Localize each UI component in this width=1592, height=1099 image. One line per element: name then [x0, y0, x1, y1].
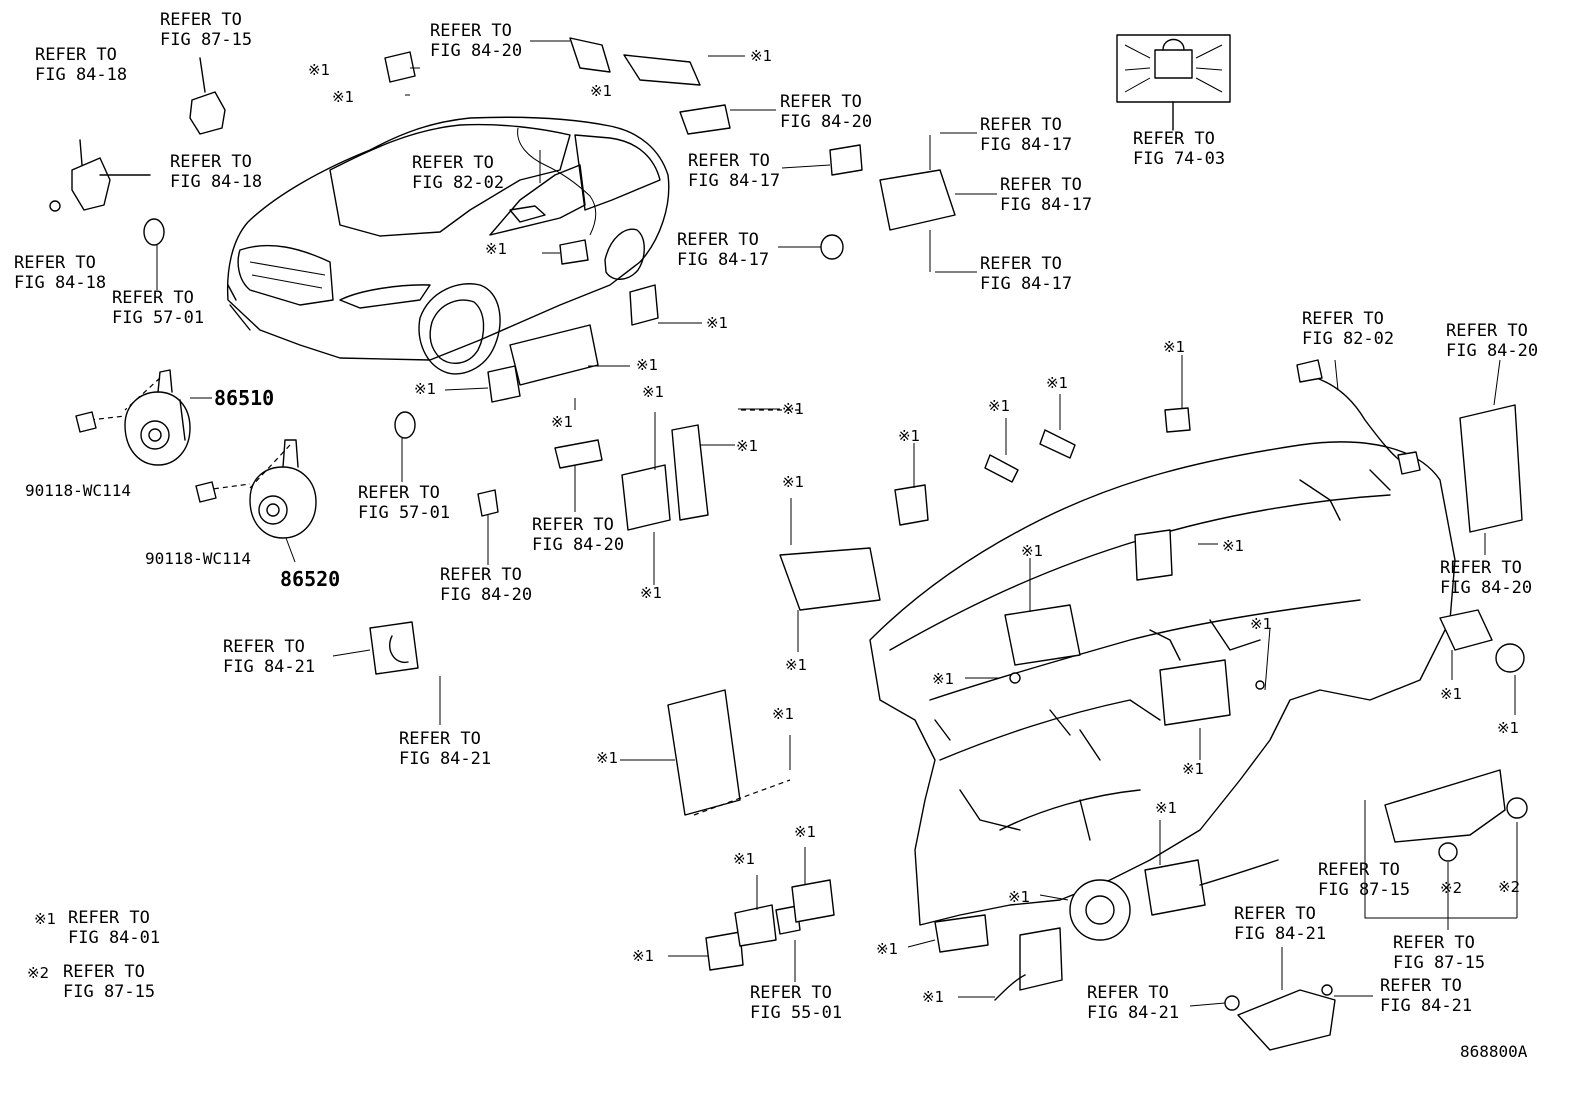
- note-mark-1: ※1: [1163, 338, 1186, 356]
- note-mark-1: ※1: [733, 850, 756, 868]
- note-mark-1: ※1: [794, 823, 817, 841]
- note-mark-1: ※1: [590, 82, 613, 100]
- part-number: 90118-WC114: [145, 549, 251, 568]
- note-mark-2: ※2: [1440, 879, 1463, 897]
- leader-lines: [156, 40, 1518, 1007]
- note-mark-1: ※1: [642, 383, 665, 401]
- note-mark-1: ※1: [785, 656, 808, 674]
- note-mark-1: ※1: [1440, 685, 1463, 703]
- illustration-code: 868800A: [1460, 1042, 1528, 1061]
- note-mark-1: ※1: [1222, 537, 1245, 555]
- note-mark-1: ※1: [640, 584, 663, 602]
- note-mark-1: ※1: [922, 988, 945, 1006]
- legend-mark: ※2: [27, 964, 50, 982]
- note-mark-1: ※1: [332, 88, 355, 106]
- legend-mark: ※1: [34, 910, 57, 928]
- note-mark-1: ※1: [782, 473, 805, 491]
- note-mark-1: ※1: [1497, 719, 1520, 737]
- component-glyphs: [49, 34, 1528, 1051]
- note-mark-1: ※1: [898, 427, 921, 445]
- part-number: 86510: [214, 386, 275, 410]
- note-mark-1: ※1: [1155, 799, 1178, 817]
- part-number: 90118-WC114: [25, 481, 131, 500]
- note-mark-1: ※1: [736, 437, 759, 455]
- note-mark-1: ※1: [485, 240, 508, 258]
- note-mark-1: ※1: [636, 356, 659, 374]
- note-mark-1: ※1: [632, 947, 655, 965]
- note-mark-1: ※1: [932, 670, 955, 688]
- horn-high: [124, 369, 191, 466]
- note-mark-1: ※1: [1008, 888, 1031, 906]
- note-mark-1: ※1: [1250, 615, 1273, 633]
- note-mark-1: ※1: [782, 400, 805, 418]
- note-mark-1: ※1: [1182, 760, 1205, 778]
- note-mark-1: ※1: [551, 413, 574, 431]
- note-mark-2: ※2: [1498, 878, 1521, 896]
- note-mark-1: ※1: [308, 61, 331, 79]
- note-mark-1: ※1: [750, 47, 773, 65]
- note-mark-1: ※1: [876, 940, 899, 958]
- note-mark-1: ※1: [706, 314, 729, 332]
- horn-low: [249, 439, 317, 539]
- note-mark-1: ※1: [596, 749, 619, 767]
- vehicle-outline: [226, 116, 670, 375]
- note-mark-1: ※1: [1046, 374, 1069, 392]
- part-number: 86520: [280, 567, 341, 591]
- note-mark-1: ※1: [772, 705, 795, 723]
- note-mark-1: ※1: [988, 397, 1011, 415]
- note-mark-1: ※1: [414, 380, 437, 398]
- note-mark-1: ※1: [1021, 542, 1044, 560]
